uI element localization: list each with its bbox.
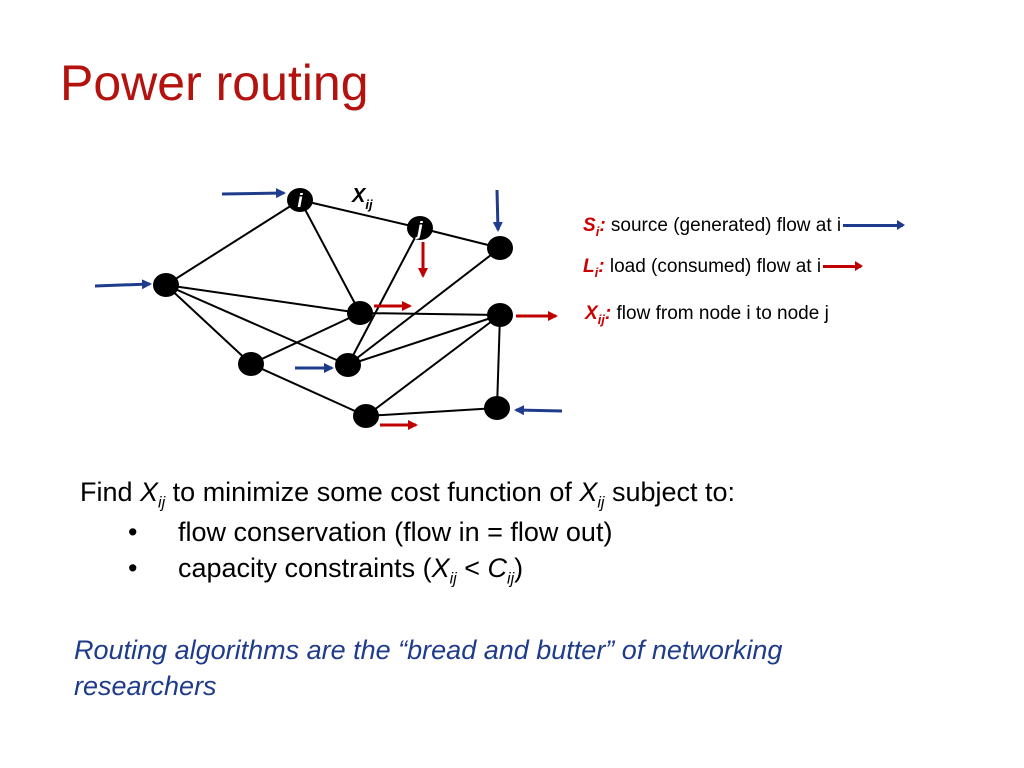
bullet-icon: • [128, 516, 138, 547]
node [487, 236, 513, 260]
node-j [407, 216, 433, 240]
legend-symbol: Li: [583, 256, 605, 280]
bullet-flow-conservation: •flow conservation (flow in = flow out) [128, 514, 735, 550]
problem-statement: Find Xij to minimize some cost function … [80, 474, 735, 590]
legend-item-flow: Xij: flow from node i to node j [585, 304, 829, 326]
edges [165, 199, 501, 417]
edge [496, 314, 501, 409]
edge [165, 284, 252, 365]
edge-label-xij: Xij [351, 185, 373, 212]
edge [365, 407, 498, 417]
legend-text: source (generated) flow at i [610, 215, 842, 236]
node-i-label: i [297, 191, 303, 212]
footnote-note: Routing algorithms are the “bread and bu… [74, 635, 783, 702]
source-arrow [221, 188, 286, 199]
source-arrow [492, 189, 503, 232]
edge [165, 284, 361, 314]
legend-symbol: Xij: [585, 303, 612, 327]
legend-text: flow from node i to node j [616, 303, 829, 324]
edge [165, 284, 349, 366]
bullet-icon: • [128, 553, 138, 584]
node [238, 352, 264, 376]
edge [250, 363, 367, 417]
nodes [153, 188, 513, 428]
edge [347, 227, 421, 366]
legend-item-load: Li: load (consumed) flow at i [583, 256, 864, 280]
node [153, 273, 179, 297]
legend-item-source: Si: source (generated) flow at i [583, 215, 906, 239]
node [484, 396, 510, 420]
edge [250, 312, 361, 365]
node [347, 301, 373, 325]
node [487, 303, 513, 327]
edge [299, 199, 361, 314]
load-arrow-icon [823, 261, 864, 272]
edge [365, 314, 501, 417]
edge [165, 199, 301, 286]
slide-title: Power routing [60, 55, 369, 111]
node-j-label: j [414, 219, 423, 240]
source-arrow [94, 279, 152, 290]
edge [359, 312, 501, 316]
edge-label-main: X [351, 185, 367, 207]
edge [419, 227, 501, 249]
edge [299, 199, 421, 229]
legend-text: load (consumed) flow at i [609, 256, 822, 277]
problem-intro: Find Xij to minimize some cost function … [80, 477, 736, 512]
edge [347, 314, 501, 366]
edge-label-sub: ij [365, 197, 373, 212]
node [335, 353, 361, 377]
load-arrows [374, 242, 558, 430]
node [353, 404, 379, 428]
source-arrows [94, 188, 563, 416]
node-i [287, 188, 313, 212]
legend-symbol: Si: [583, 215, 606, 239]
bullet-capacity-constraints: •capacity constraints (Xij < Cij) [128, 550, 735, 590]
source-arrow [514, 405, 563, 416]
edge [347, 247, 501, 366]
source-arrow-icon [843, 220, 906, 231]
